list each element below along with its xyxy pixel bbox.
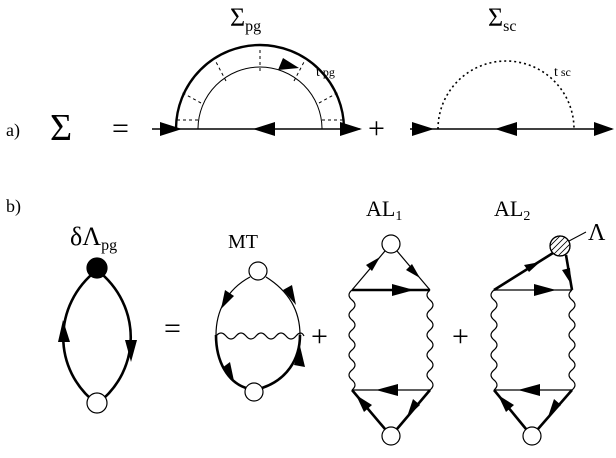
al2-arrow-bottom-left — [498, 395, 514, 412]
open-vertex — [86, 392, 108, 414]
equals-sign-a: = — [112, 112, 129, 145]
arrowhead-arc-pg — [278, 58, 299, 70]
lambda-pointer — [568, 231, 587, 242]
al2-arrow-top-right — [562, 268, 571, 284]
al2-arrow-top-left — [524, 262, 540, 272]
al1-top-vertex — [381, 234, 401, 254]
plus-sign-b2: + — [452, 320, 469, 353]
al2-wavy-right — [568, 289, 576, 391]
panel-a: a) Σ = + Σpg Σsc — [6, 3, 614, 149]
outer-arc-pg — [174, 43, 346, 130]
inner-arc-pg — [197, 66, 323, 130]
arrowhead-in-sc — [412, 122, 434, 136]
panel-b: b) δΛpg MT AL1 AL2 Λ = + + — [6, 196, 606, 446]
delta-lambda-pg-label: δΛpg — [70, 222, 117, 254]
panel-a-tag: a) — [6, 120, 20, 141]
mt-left-upper — [215, 276, 251, 336]
al2-arrow-bottom-rung — [518, 384, 540, 396]
sigma-sc-label: Σsc — [488, 3, 516, 35]
dashed-rungs-pg — [176, 49, 344, 121]
al1-arrow-bottom-left — [356, 395, 372, 412]
dotted-arc-sc — [437, 60, 575, 130]
bubble-right — [96, 268, 133, 406]
arrowhead-down — [125, 340, 137, 362]
plus-sign-a: + — [368, 112, 385, 145]
panel-b-tag: b) — [6, 196, 21, 217]
arrowhead-up — [58, 320, 70, 342]
al1-diagram — [348, 234, 434, 446]
arrowhead-mid-pg — [253, 122, 275, 136]
plus-sign-b1: + — [311, 320, 328, 353]
delta-lambda-diagram — [58, 257, 137, 414]
mt-diagram — [214, 261, 305, 402]
arrowhead-in-pg — [160, 122, 182, 136]
mt-label: MT — [228, 231, 258, 253]
mt-right-upper — [265, 276, 301, 336]
arrowhead-mid-sc — [495, 122, 517, 136]
mt-right-lower — [261, 334, 302, 390]
al2-arrow-bottom-right — [548, 399, 561, 417]
lambda-label: Λ — [588, 220, 606, 246]
al1-arrow-top-right — [406, 264, 420, 278]
arrowhead-out-sc — [594, 122, 614, 136]
al2-label: AL2 — [494, 196, 530, 224]
al2-top-left-leg — [493, 251, 554, 292]
al1-wavy-right — [426, 289, 434, 391]
mt-arrow-upper-right — [283, 285, 296, 305]
mt-arrow-lower-left — [222, 362, 234, 381]
mt-bottom-vertex — [244, 382, 264, 402]
arrowhead-out-pg — [340, 122, 362, 136]
al2-bottom-vertex — [522, 426, 542, 446]
mt-arrow-upper-left — [221, 290, 234, 309]
sigma-symbol: Σ — [50, 107, 72, 149]
al2-arrow-top-rung — [534, 284, 556, 296]
black-vertex — [86, 257, 108, 279]
al1-label: AL1 — [366, 196, 402, 224]
mt-wavy-line — [215, 332, 305, 340]
al2-diagram — [490, 231, 587, 446]
equals-sign-b: = — [164, 312, 181, 345]
sigma-pg-label: Σpg — [230, 3, 261, 35]
sigma-sc-diagram — [410, 60, 614, 136]
mt-arrow-lower-right — [294, 346, 305, 367]
al1-arrow-bottom-right — [407, 399, 420, 417]
al1-top-left-leg — [351, 250, 386, 291]
al1-wavy-left — [348, 289, 356, 391]
mt-top-vertex — [248, 261, 268, 281]
al1-bottom-vertex — [381, 426, 401, 446]
sigma-pg-diagram — [152, 43, 362, 136]
mt-left-lower — [214, 334, 247, 390]
al2-wavy-left — [490, 289, 498, 391]
al1-arrow-bottom-rung — [376, 384, 398, 396]
al1-arrow-top-left — [366, 257, 380, 271]
al1-arrow-top-rung — [392, 284, 414, 296]
